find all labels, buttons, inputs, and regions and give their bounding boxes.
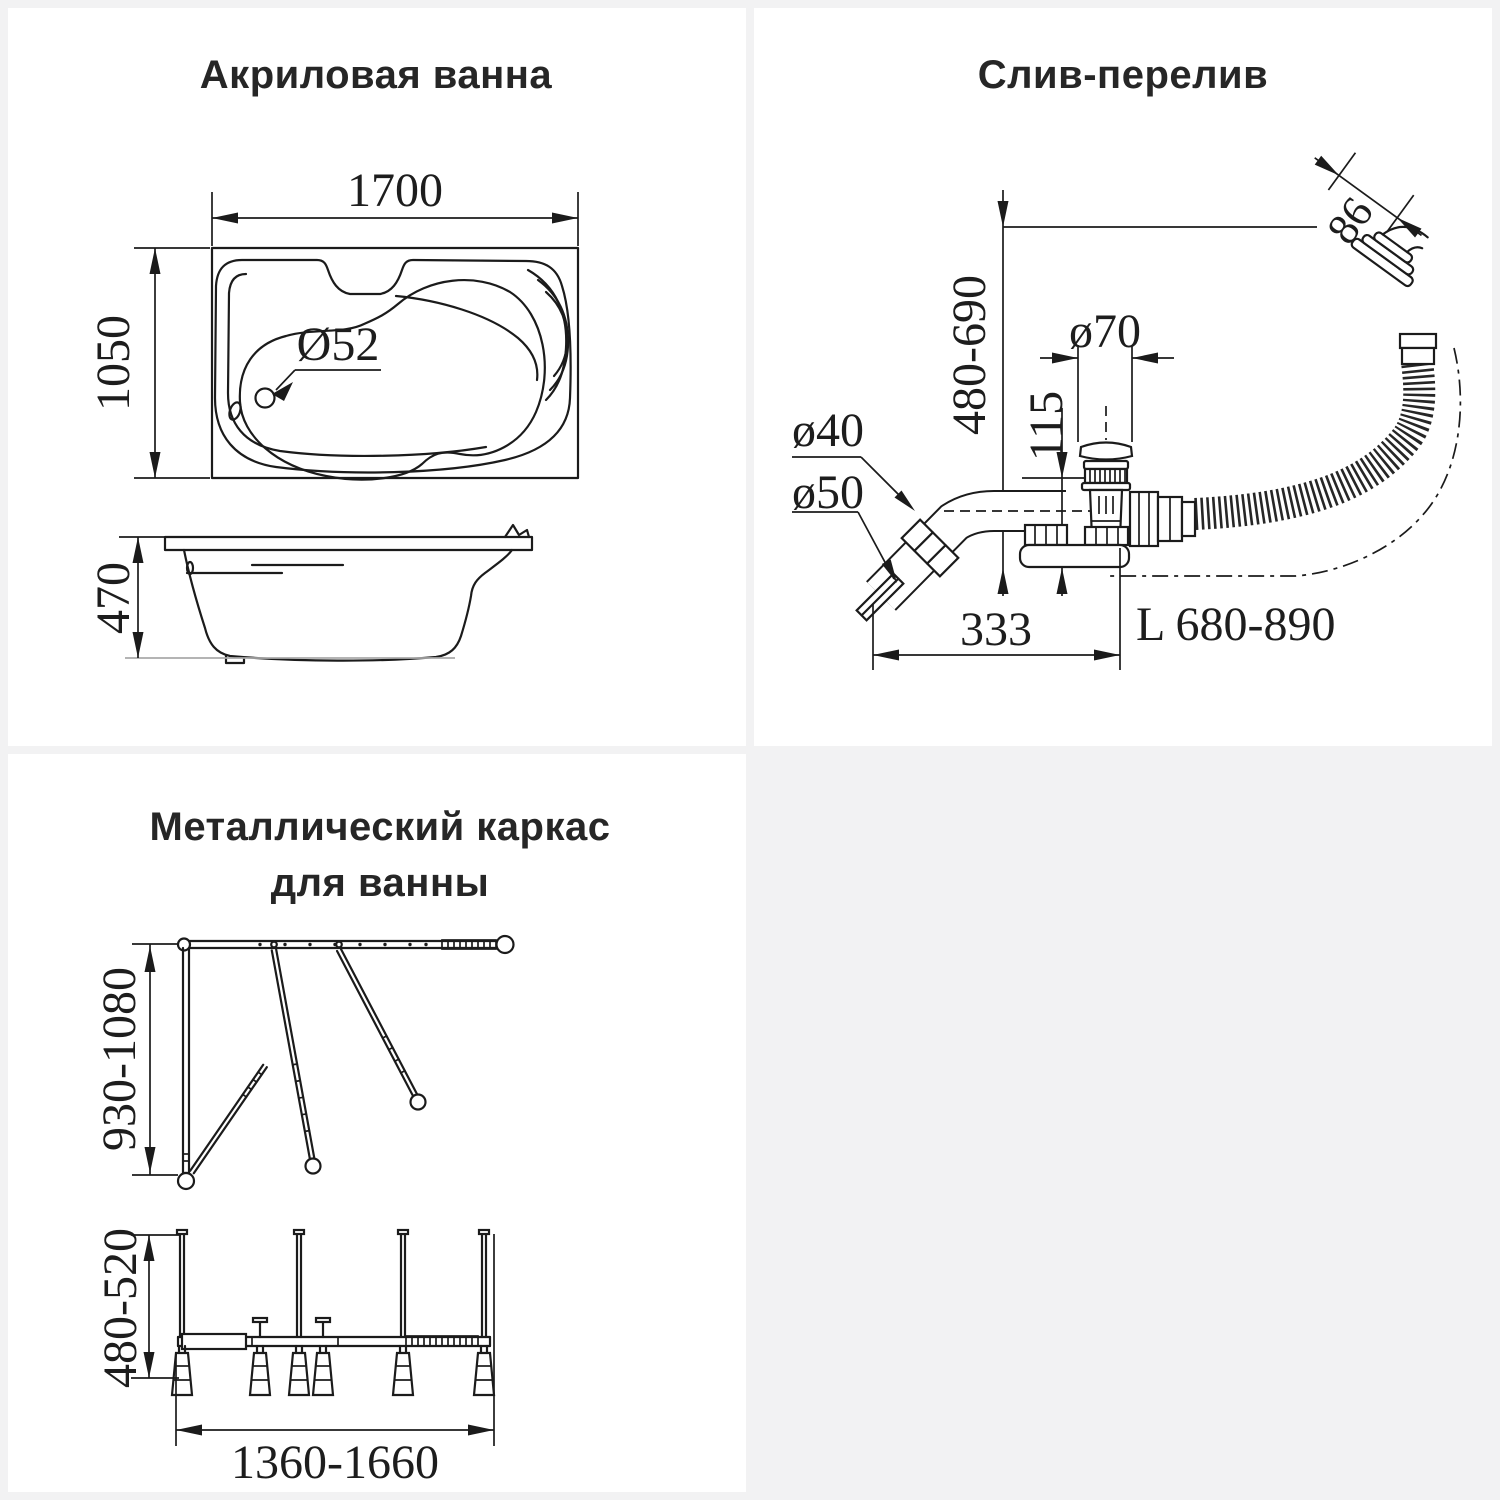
overflow-drawing: Слив-перелив 480-690 — [792, 53, 1462, 670]
frame-height-range-dim: 480-520 — [94, 1228, 147, 1388]
frame-title-line2: для ванны — [271, 861, 490, 905]
overflow-drain-dia-dim: ø70 — [1069, 305, 1141, 358]
bathtub-drawing: Акриловая ванна 1700 Ø52 — [87, 53, 580, 665]
bathtub-drain-dim: Ø52 — [297, 318, 380, 371]
panel-bathtub: Акриловая ванна 1700 Ø52 — [8, 8, 746, 746]
overflow-hose-length-dim: L 680-890 — [1136, 598, 1336, 651]
overflow-height-range-dim: 480-690 — [943, 275, 996, 435]
overflow-offset-dim: 115 — [1020, 391, 1073, 461]
frame-drawing: Металлический каркас для ванны — [93, 805, 611, 1489]
bathtub-title: Акриловая ванна — [200, 53, 553, 97]
bathtub-height-dim: 470 — [87, 562, 140, 634]
bathtub-width-dim: 1050 — [87, 315, 140, 411]
overflow-pipe50-dim: ø50 — [792, 466, 864, 519]
bathtub-length-dim: 1700 — [347, 164, 443, 217]
frame-title-line1: Металлический каркас — [150, 805, 611, 849]
panel-frame: Металлический каркас для ванны — [8, 754, 746, 1492]
overflow-length-dim: 333 — [960, 603, 1032, 656]
overflow-title: Слив-перелив — [978, 53, 1268, 97]
frame-diagonal-range-dim: 930-1080 — [93, 967, 146, 1151]
overflow-pipe40-dim: ø40 — [792, 404, 864, 457]
panel-overflow: Слив-перелив 480-690 — [754, 8, 1492, 746]
frame-length-range-dim: 1360-1660 — [231, 1436, 439, 1489]
